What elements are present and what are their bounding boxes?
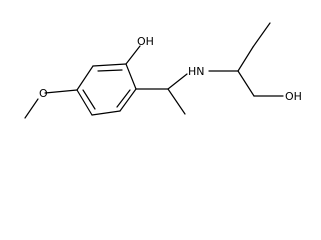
ring-bond — [91, 110, 121, 116]
ring-bond — [76, 89, 93, 116]
alcohol-oh-label: OH — [285, 90, 302, 103]
ch-to-ethyl-bond — [237, 46, 254, 72]
ch-to-nh-bond — [167, 73, 188, 90]
methoxy-methyl-bond — [24, 98, 39, 119]
methoxy-o-bond — [44, 89, 78, 94]
ring-bond — [92, 63, 127, 67]
ch-to-ch2-bond — [237, 70, 255, 97]
phenol-oh-bond — [125, 45, 141, 65]
ring-double-bond — [116, 89, 131, 108]
chemical-structure: OH O HN OH — [24, 22, 302, 119]
phenol-oh-label: OH — [137, 35, 154, 48]
ch-to-methyl-bond — [167, 88, 186, 115]
ring-bond — [76, 65, 94, 91]
amine-nh-label: HN — [188, 65, 205, 78]
ring-double-bond — [82, 89, 96, 110]
benzene-ring — [76, 63, 137, 116]
ring-bond — [125, 63, 137, 90]
ring-double-bond — [97, 69, 123, 72]
ethyl-bond — [252, 22, 271, 48]
methoxy-o-label: O — [39, 87, 48, 100]
ring-bond — [119, 88, 137, 112]
